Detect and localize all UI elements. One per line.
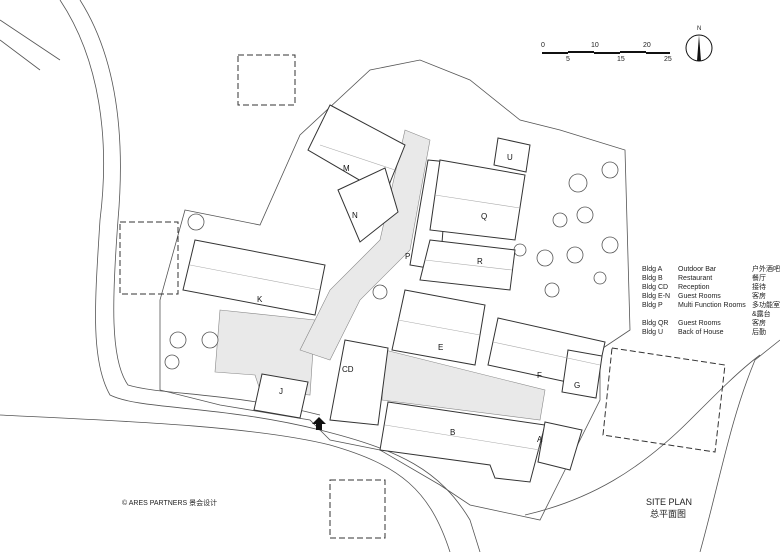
central-path bbox=[299, 129, 431, 361]
plot-west bbox=[119, 221, 179, 295]
label-G: G bbox=[574, 381, 580, 390]
building-N bbox=[337, 167, 399, 243]
building-CD bbox=[329, 339, 389, 426]
legend-bldg: Bldg E-N bbox=[642, 293, 671, 300]
building-J bbox=[253, 373, 309, 419]
legend-cn: 餐厅 bbox=[752, 275, 766, 282]
legend-bldg: Bldg U bbox=[642, 329, 664, 336]
legend-row: Bldg QR Guest Rooms 客房 bbox=[642, 319, 780, 328]
label-M: M bbox=[343, 164, 350, 173]
plot-east bbox=[602, 347, 726, 453]
legend-row: Bldg P Multi Function Rooms 多功能室 bbox=[642, 301, 780, 310]
label-CD: CD bbox=[342, 365, 354, 374]
scale-0: 0 bbox=[541, 42, 545, 49]
legend-bldg: Bldg P bbox=[642, 302, 663, 309]
legend-use: Guest Rooms bbox=[678, 293, 721, 300]
label-A: A bbox=[537, 435, 543, 444]
label-U: U bbox=[507, 153, 513, 162]
scale-20: 20 bbox=[643, 42, 651, 49]
legend-row: Bldg B Restaurant 餐厅 bbox=[642, 274, 780, 283]
north-arrow-icon bbox=[685, 34, 713, 62]
title-cn: 总平面图 bbox=[650, 509, 687, 519]
building-Q bbox=[429, 159, 526, 241]
legend-row: Bldg CD Reception 接待 bbox=[642, 283, 780, 292]
legend-cn: &露台 bbox=[752, 311, 771, 318]
legend-use: Multi Function Rooms bbox=[678, 302, 746, 309]
legend-row: Bldg A Outdoor Bar 户外酒吧 bbox=[642, 265, 780, 274]
label-E: E bbox=[438, 343, 443, 352]
building-G bbox=[561, 349, 603, 399]
road-right-2 bbox=[699, 339, 780, 552]
building-U bbox=[493, 137, 531, 173]
legend-use: Outdoor Bar bbox=[678, 266, 717, 273]
label-B: B bbox=[450, 428, 455, 437]
label-P: P bbox=[405, 252, 410, 261]
label-J: J bbox=[279, 387, 283, 396]
legend-row: Bldg U Back of House 后勤 bbox=[642, 328, 780, 337]
legend-bldg: Bldg A bbox=[642, 266, 663, 273]
entrance-arrow-icon bbox=[312, 417, 326, 430]
legend-use: Back of House bbox=[678, 329, 724, 336]
top-left-lines bbox=[0, 19, 61, 71]
building-A bbox=[537, 421, 583, 471]
legend-bldg: Bldg B bbox=[642, 275, 663, 282]
scale-5: 5 bbox=[566, 56, 570, 63]
building-legend: Bldg A Outdoor Bar 户外酒吧 Bldg B Restaurant 餐厅… bbox=[642, 265, 780, 337]
legend-cn: 客房 bbox=[752, 320, 766, 327]
legend-cn: 后勤 bbox=[752, 329, 766, 336]
label-N: N bbox=[352, 211, 358, 220]
legend-cn: 接待 bbox=[752, 284, 766, 291]
label-K: K bbox=[257, 295, 263, 304]
plot-north bbox=[237, 54, 296, 106]
road-right bbox=[524, 354, 761, 516]
legend-bldg: Bldg QR bbox=[642, 320, 669, 327]
legend-bldg bbox=[642, 310, 678, 319]
legend-cn: 客房 bbox=[752, 293, 766, 300]
legend-use: Restaurant bbox=[678, 275, 713, 282]
legend-use bbox=[678, 310, 752, 319]
legend-use: Guest Rooms bbox=[678, 320, 721, 327]
legend-row: Bldg E-N Guest Rooms 客房 bbox=[642, 292, 780, 301]
legend-cn: 户外酒吧 bbox=[752, 266, 780, 273]
scale-25: 25 bbox=[664, 56, 672, 63]
legend-bldg: Bldg CD bbox=[642, 284, 669, 291]
scale-bar bbox=[542, 51, 670, 54]
road-bottom bbox=[0, 414, 451, 552]
plan-title: SITE PLAN 总平面图 bbox=[646, 497, 692, 520]
legend-cn: 多功能室 bbox=[752, 302, 780, 309]
road-left-inner bbox=[79, 0, 321, 416]
scale-10: 10 bbox=[591, 42, 599, 49]
title-en: SITE PLAN bbox=[646, 497, 693, 507]
legend-use: Reception bbox=[678, 284, 710, 291]
label-F: F bbox=[537, 371, 542, 380]
label-Q: Q bbox=[481, 212, 487, 221]
plot-south bbox=[329, 479, 386, 539]
trees bbox=[164, 161, 619, 370]
roof-lines bbox=[189, 144, 601, 451]
label-R: R bbox=[477, 257, 483, 266]
legend-row: &露台 bbox=[642, 310, 780, 319]
scale-15: 15 bbox=[617, 56, 625, 63]
credit: © ARES PARTNERS 景会设计 bbox=[122, 500, 218, 507]
north-label: N bbox=[697, 26, 702, 32]
